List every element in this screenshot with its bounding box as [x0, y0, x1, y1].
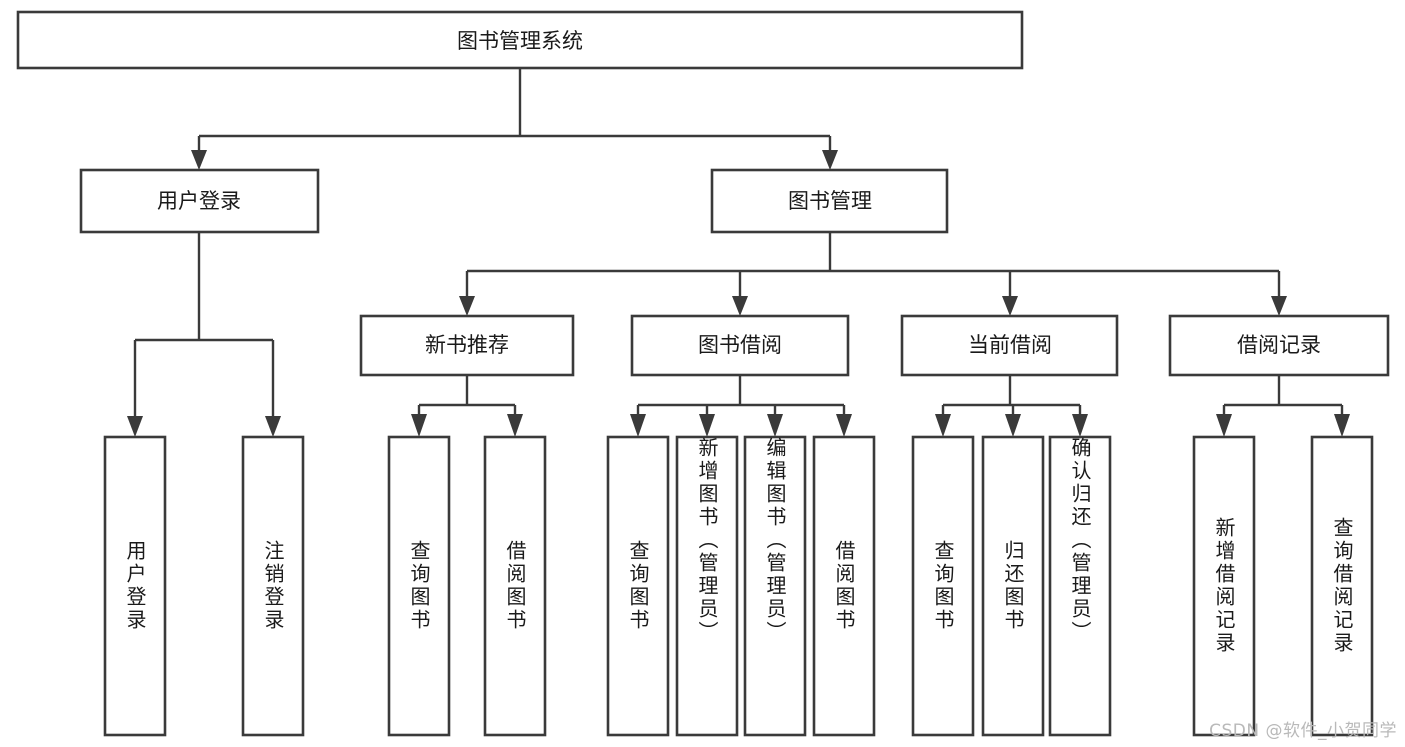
node-root[interactable] [16, 10, 1024, 70]
node-borrow-record[interactable] [1168, 314, 1390, 377]
arrow-to-book-manage [822, 150, 838, 170]
leaf-box-borrow-book-1[interactable] [483, 435, 547, 737]
arrow-userlogin-leaf-2 [265, 416, 281, 437]
leaf-box-edit-book[interactable] [743, 435, 807, 737]
arrow-to-current-borrow [1002, 296, 1018, 316]
leaf-box-query-book-1[interactable] [387, 435, 451, 737]
node-book-borrow-label: 图书借阅 [698, 333, 782, 357]
arrow-currentborrow-leaf-1 [935, 414, 951, 437]
leaf-box-confirm-return[interactable] [1048, 435, 1112, 737]
arrow-currentborrow-leaf-2 [1005, 414, 1021, 437]
arrow-bookborrow-leaf-3 [767, 414, 783, 437]
arrow-bookborrow-leaf-2 [699, 414, 715, 437]
arrow-newbook-leaf-1 [411, 414, 427, 437]
node-user-login[interactable] [79, 168, 320, 234]
arrow-bookborrow-leaf-1 [630, 414, 646, 437]
leaf-box-add-record[interactable] [1192, 435, 1256, 737]
leaf-box-borrow-book-2[interactable] [812, 435, 876, 737]
leaf-box-query-book-3[interactable] [911, 435, 975, 737]
node-user-login-label: 用户登录 [157, 189, 241, 213]
node-book-manage[interactable] [710, 168, 949, 234]
node-new-book-recommend-label: 新书推荐 [425, 333, 509, 357]
node-borrow-record-label: 借阅记录 [1237, 333, 1321, 357]
arrow-to-user-login [191, 150, 207, 170]
node-root-label: 图书管理系统 [457, 29, 583, 53]
leaf-box-user-login[interactable] [103, 435, 167, 737]
node-book-borrow[interactable] [630, 314, 850, 377]
arrow-to-book-borrow [732, 296, 748, 316]
arrow-to-borrow-record [1271, 296, 1287, 316]
node-book-manage-label: 图书管理 [788, 189, 872, 213]
node-layer: 图书管理系统 用户登录 图书管理 新书推荐 图书借阅 当前借阅 借阅记录 [16, 10, 1390, 737]
leaf-box-add-book[interactable] [675, 435, 739, 737]
arrow-borrowrecord-leaf-1 [1216, 414, 1232, 437]
arrow-userlogin-leaf-1 [127, 416, 143, 437]
node-new-book-recommend[interactable] [359, 314, 575, 377]
arrow-bookborrow-leaf-4 [836, 414, 852, 437]
arrow-currentborrow-leaf-3 [1072, 414, 1088, 437]
node-current-borrow[interactable] [900, 314, 1119, 377]
edge-layer [127, 68, 1350, 437]
arrow-to-new-book-recommend [459, 296, 475, 316]
leaf-box-return-book[interactable] [981, 435, 1045, 737]
arrow-borrowrecord-leaf-2 [1334, 414, 1350, 437]
leaf-box-user-logout[interactable] [241, 435, 305, 737]
leaf-box-query-record[interactable] [1310, 435, 1374, 737]
leaf-box-query-book-2[interactable] [606, 435, 670, 737]
arrow-newbook-leaf-2 [507, 414, 523, 437]
node-current-borrow-label: 当前借阅 [968, 333, 1052, 357]
